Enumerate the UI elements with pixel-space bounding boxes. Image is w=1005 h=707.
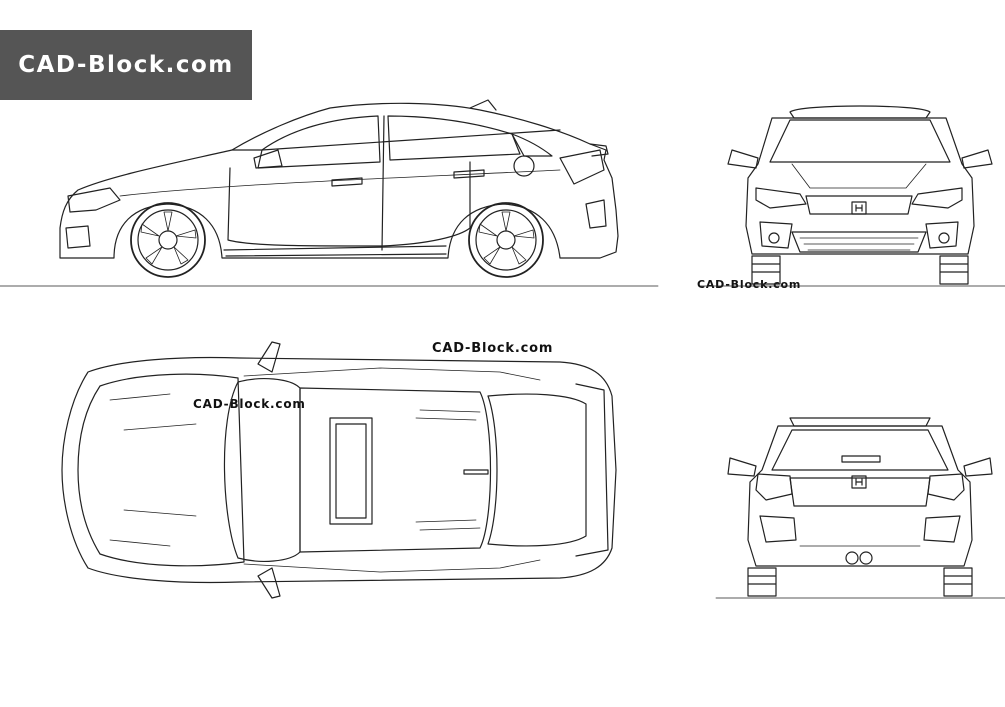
top-body-outline bbox=[61, 356, 617, 584]
front-mirror-left bbox=[727, 149, 759, 169]
rear-honda-badge bbox=[851, 475, 867, 489]
front-fog-left bbox=[759, 221, 793, 249]
rear-tire-left bbox=[747, 567, 777, 597]
side-b-pillar bbox=[381, 115, 385, 251]
rear-exhaust-right bbox=[859, 551, 873, 565]
site-logo-text: CAD-Block.com bbox=[18, 52, 234, 78]
front-lower-grille bbox=[791, 231, 927, 253]
side-door-rear bbox=[381, 161, 471, 247]
top-roof bbox=[299, 387, 492, 553]
top-rear-spoiler bbox=[575, 383, 609, 557]
front-roof bbox=[789, 105, 931, 119]
rear-third-brake-light bbox=[841, 455, 881, 463]
rear-tire-right bbox=[943, 567, 973, 597]
rear-view bbox=[715, 417, 1005, 599]
top-windshield bbox=[223, 378, 301, 562]
top-mirror-upper bbox=[257, 341, 281, 373]
side-door-front bbox=[227, 167, 383, 247]
side-rear-spoiler bbox=[469, 99, 609, 157]
front-fog-lamp-right bbox=[938, 232, 950, 244]
side-mirror bbox=[253, 149, 283, 169]
top-side-glass-upper bbox=[243, 367, 541, 381]
watermark-top-right: CAD-Block.com bbox=[432, 341, 554, 356]
rear-tailgate bbox=[789, 477, 931, 507]
front-fog-lamp-left bbox=[768, 232, 780, 244]
side-fuel-cap bbox=[513, 155, 535, 177]
front-mirror-right bbox=[961, 149, 993, 169]
rear-mirror-right bbox=[963, 457, 993, 477]
rear-spoiler-top bbox=[789, 417, 931, 427]
top-roof-lines bbox=[415, 409, 481, 531]
front-body-outline bbox=[745, 117, 975, 255]
top-hood bbox=[77, 373, 245, 567]
rear-taillight-left bbox=[755, 473, 793, 501]
top-shark-fin bbox=[463, 469, 489, 475]
side-view bbox=[0, 99, 659, 287]
side-taillight bbox=[559, 149, 605, 185]
side-window-quarter bbox=[511, 133, 553, 157]
front-windshield bbox=[769, 119, 951, 163]
rear-diffuser-right bbox=[923, 515, 961, 543]
front-view bbox=[699, 105, 1005, 287]
side-rear-wheel bbox=[468, 202, 544, 278]
side-sill bbox=[223, 245, 447, 257]
front-tire-left bbox=[751, 255, 781, 285]
rear-exhaust-left bbox=[845, 551, 859, 565]
front-upper-grille bbox=[805, 195, 913, 215]
side-window-rear bbox=[387, 115, 521, 161]
front-headlight-right bbox=[911, 187, 963, 209]
front-tire-right bbox=[939, 255, 969, 285]
side-front-wheel bbox=[130, 202, 206, 278]
front-headlight-left bbox=[755, 187, 807, 209]
top-view bbox=[61, 341, 617, 599]
side-front-fog bbox=[65, 225, 91, 249]
top-side-glass-lower bbox=[243, 559, 541, 573]
front-grille-mesh bbox=[799, 237, 919, 251]
top-rear-window bbox=[487, 393, 587, 547]
side-headlight bbox=[67, 187, 121, 213]
top-mirror-lower bbox=[257, 567, 281, 599]
side-door-handle-rear bbox=[453, 169, 485, 179]
top-sunroof bbox=[329, 417, 373, 525]
front-hood-lines bbox=[791, 163, 927, 189]
rear-window bbox=[771, 429, 949, 471]
side-character-line bbox=[119, 169, 561, 197]
rear-body-outline bbox=[747, 425, 973, 567]
front-honda-badge bbox=[851, 201, 867, 215]
side-rear-reflector bbox=[585, 199, 607, 229]
side-window-front bbox=[257, 115, 381, 169]
rear-taillight-right bbox=[927, 473, 965, 501]
watermark-front: CAD-Block.com bbox=[697, 278, 802, 291]
site-logo: CAD-Block.com bbox=[0, 30, 252, 100]
watermark-top-left: CAD-Block.com bbox=[193, 397, 306, 411]
rear-mirror-left bbox=[727, 457, 757, 477]
front-fog-right bbox=[925, 221, 959, 249]
side-body-outline bbox=[59, 102, 619, 259]
side-door-handle-front bbox=[331, 177, 363, 187]
top-hood-vents bbox=[109, 393, 197, 547]
rear-diffuser-left bbox=[759, 515, 797, 543]
